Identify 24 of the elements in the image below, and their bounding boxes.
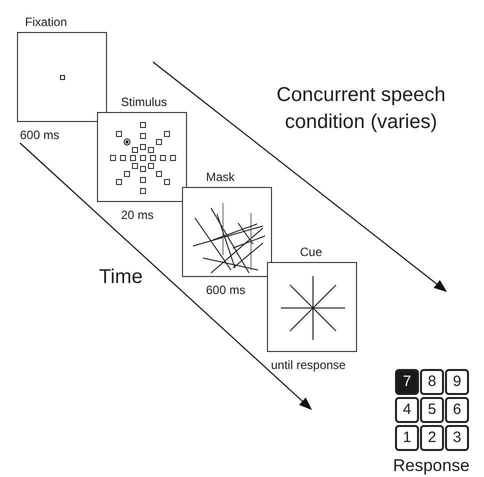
keypad-key: 9 [445,369,469,395]
duration-label: 600 ms [20,127,60,144]
keypad-key: 2 [420,425,444,451]
duration-label: 20 ms [121,207,154,224]
display-screen [182,187,272,277]
keypad-key: 3 [445,425,469,451]
keypad-key: 8 [420,369,444,395]
keypad-key: 7 [395,369,419,395]
screen-heading: Cue [300,244,322,261]
screen-heading: Fixation [25,14,68,31]
keypad-key: 6 [445,397,469,423]
display-screen [267,262,357,352]
keypad-key: 4 [395,397,419,423]
display-screen [17,32,107,122]
keypad-key: 5 [420,397,444,423]
keypad-key: 1 [395,425,419,451]
screen-heading: Mask [206,169,235,186]
screen-heading: Stimulus [121,94,168,111]
duration-label: 600 ms [206,282,246,299]
condition-label: Concurrent speech condition (varies) [276,83,446,135]
duration-label: until response [271,357,346,374]
response-label: Response [393,455,470,477]
time-label: Time [99,265,143,290]
display-screen [97,112,187,202]
